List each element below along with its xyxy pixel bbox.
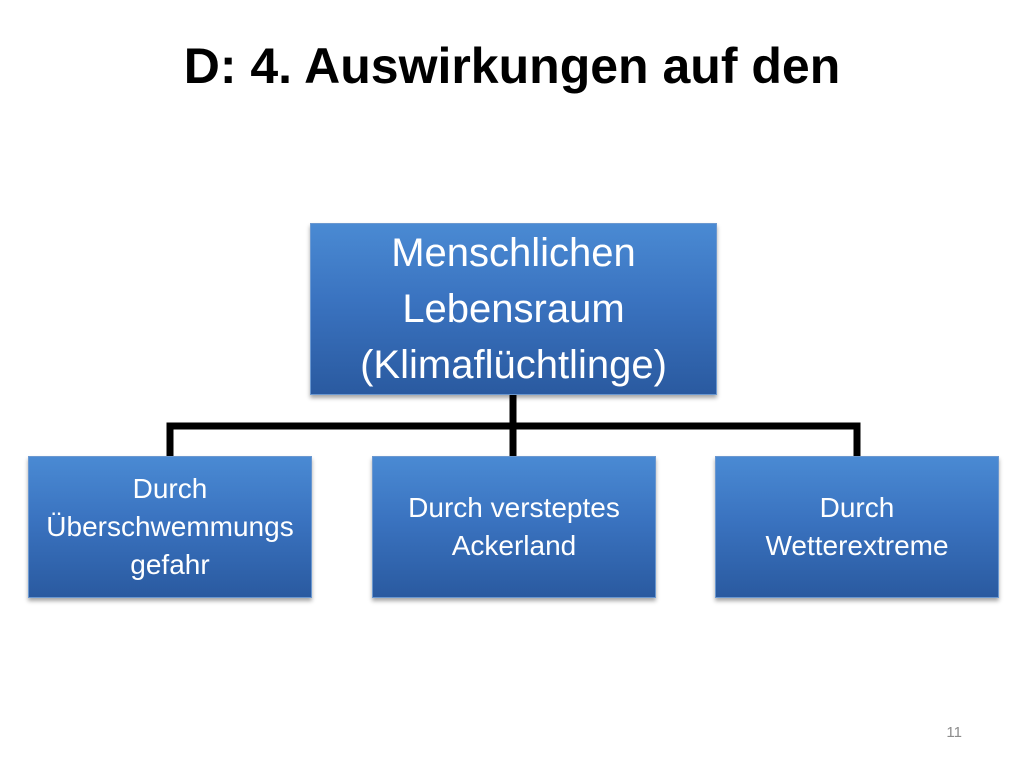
page-number: 11 (946, 724, 962, 741)
slide-title: D: 4. Auswirkungen auf den (183, 38, 841, 94)
child-node-steppe-farmland: Durch versteptes Ackerland (372, 456, 656, 598)
root-node-label: Menschlichen Lebensraum (Klimaflüchtling… (360, 231, 667, 387)
child-node-label: Durch Wetterextreme (765, 492, 949, 561)
child-node-label: Durch Überschwemmungs gefahr (46, 473, 294, 580)
child-node-flooding: Durch Überschwemmungs gefahr (28, 456, 312, 598)
child-node-weather-extremes: Durch Wetterextreme (715, 456, 999, 598)
root-node: Menschlichen Lebensraum (Klimaflüchtling… (310, 223, 717, 395)
child-node-label: Durch versteptes Ackerland (408, 492, 620, 561)
